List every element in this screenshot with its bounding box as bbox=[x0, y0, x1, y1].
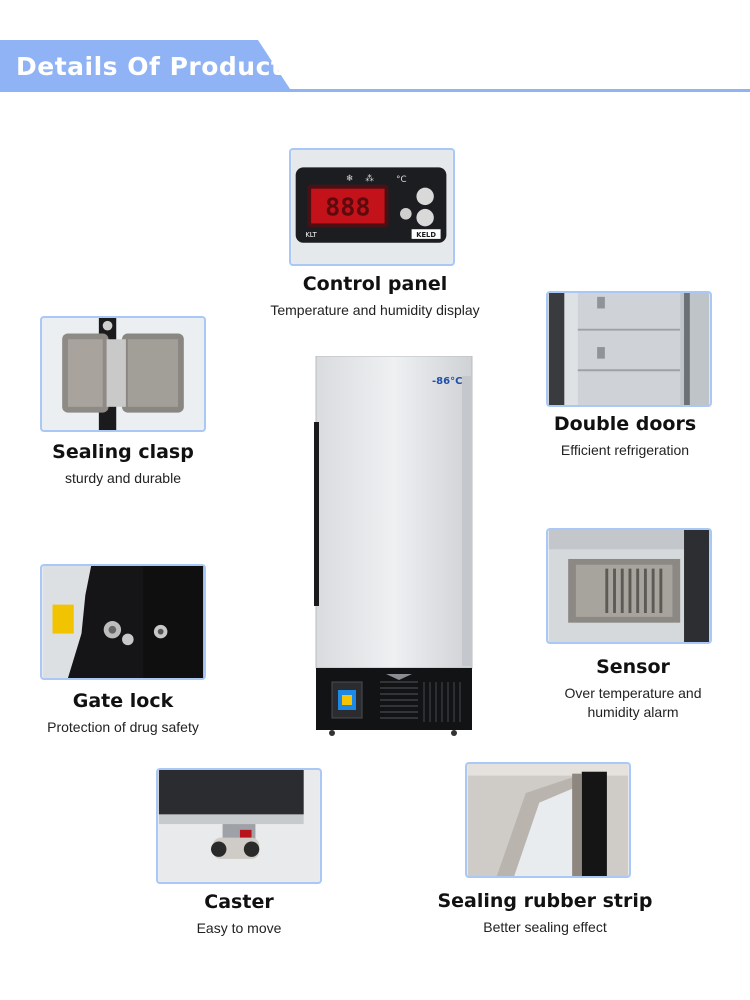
feature-title: Sensor bbox=[596, 656, 670, 678]
feature-gate-lock: Gate lock Protection of drug safety bbox=[8, 690, 238, 737]
freezer-product-image: -86°C bbox=[314, 355, 474, 736]
feature-title: Gate lock bbox=[72, 690, 174, 712]
feature-subtitle-line2: humidity alarm bbox=[587, 704, 679, 720]
sensor-photo bbox=[546, 528, 712, 644]
feature-subtitle: Efficient refrigeration bbox=[560, 442, 690, 458]
feature-caster: Caster Easy to move bbox=[124, 891, 354, 938]
sealing-rubber-strip-photo bbox=[465, 762, 631, 878]
feature-title: Caster bbox=[204, 891, 274, 913]
feature-double-doors: Double doors Efficient refrigeration bbox=[510, 413, 740, 460]
feature-subtitle: sturdy and durable bbox=[65, 470, 181, 486]
svg-text:⁂: ⁂ bbox=[365, 173, 374, 184]
feature-subtitle-line1: Over temperature and bbox=[564, 685, 702, 701]
svg-text:KELD: KELD bbox=[416, 231, 436, 239]
feature-control-panel: Control panel Temperature and humidity d… bbox=[248, 273, 502, 320]
unit-icon: °C bbox=[396, 175, 406, 185]
page-title: Details Of Product bbox=[16, 52, 284, 81]
control-panel-photo: 888 ❄ ⁂ °C KLT KELD bbox=[289, 148, 455, 266]
feature-title: Sealing rubber strip bbox=[437, 890, 653, 912]
feature-subtitle: Protection of drug safety bbox=[47, 719, 199, 735]
feature-sealing-rubber-strip: Sealing rubber strip Better sealing effe… bbox=[418, 890, 672, 937]
feature-title: Double doors bbox=[553, 413, 697, 435]
gate-lock-photo bbox=[40, 564, 206, 680]
svg-text:KLT: KLT bbox=[305, 231, 317, 239]
header-divider-line bbox=[0, 89, 750, 92]
feature-sensor: Sensor Over temperature and humidity ala… bbox=[518, 656, 748, 722]
feature-subtitle: Better sealing effect bbox=[483, 919, 607, 935]
temperature-label: -86°C bbox=[432, 376, 463, 387]
header-banner: Details Of Product bbox=[0, 40, 300, 92]
feature-title: Sealing clasp bbox=[52, 441, 194, 463]
feature-sealing-clasp: Sealing clasp sturdy and durable bbox=[8, 441, 238, 488]
feature-subtitle: Easy to move bbox=[196, 920, 282, 936]
svg-text:888: 888 bbox=[325, 193, 370, 222]
banner-shape bbox=[0, 40, 292, 92]
svg-text:❄: ❄ bbox=[346, 174, 353, 184]
feature-title: Control panel bbox=[302, 273, 448, 295]
caster-photo bbox=[156, 768, 322, 884]
double-doors-photo bbox=[546, 291, 712, 407]
feature-subtitle: Temperature and humidity display bbox=[270, 302, 480, 318]
sealing-clasp-photo bbox=[40, 316, 206, 432]
